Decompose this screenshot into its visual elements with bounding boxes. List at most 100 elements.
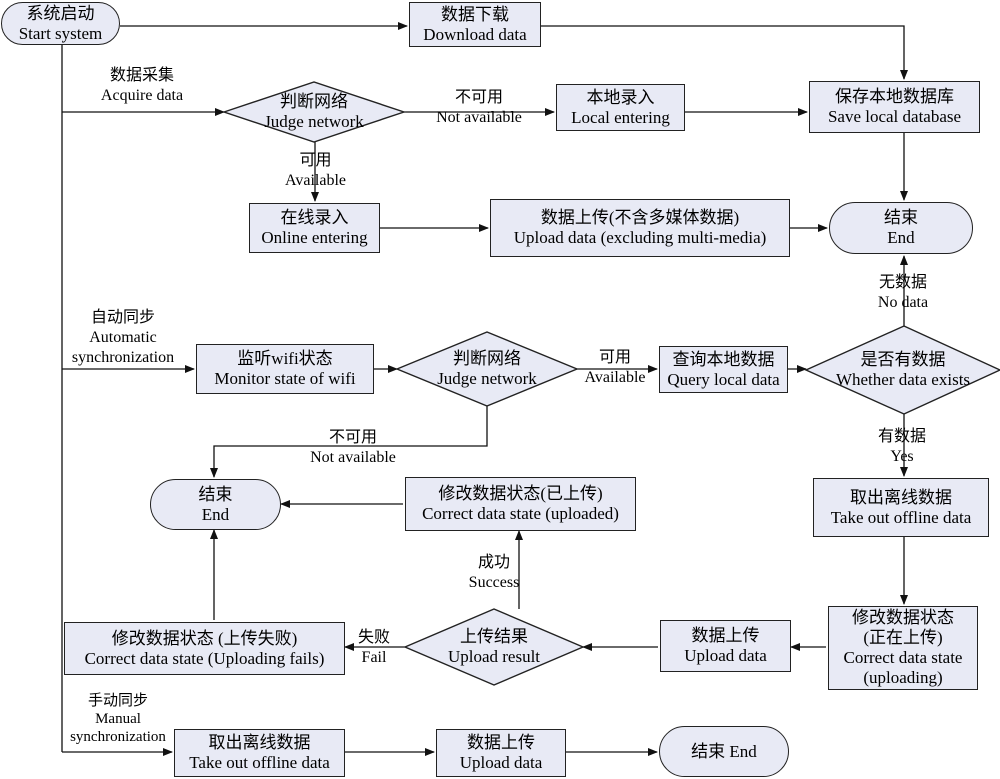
label-available-1: 可用 Available [268, 151, 363, 191]
label-success: 成功 Success [454, 553, 534, 593]
query-local-en: Query local data [667, 369, 780, 389]
correct-uploading-en-2: (uploading) [863, 668, 943, 687]
end-node-1: 结束 End [829, 202, 973, 254]
judge-network-diamond-1 [221, 81, 407, 143]
local-entering-cn: 本地录入 [586, 87, 655, 107]
correct-state-fail-node: 修改数据状态 (上传失败) Correct data state (Upload… [64, 622, 345, 675]
take-out-1-en: Take out offline data [830, 507, 972, 527]
label-manual-sync: 手动同步 Manual synchronization [58, 692, 178, 746]
monitor-wifi-cn: 监听wifi状态 [237, 349, 333, 368]
correct-uploaded-cn: 修改数据状态(已上传) [438, 484, 603, 503]
correct-fail-en: Correct data state (Uploading fails) [84, 648, 325, 668]
available-1-en: Available [284, 172, 346, 189]
start-system-en: Start system [18, 23, 103, 43]
end-node-2: 结束 End [150, 479, 281, 530]
arrow-download-save [541, 25, 908, 80]
monitor-wifi-en: Monitor state of wifi [214, 369, 356, 388]
not-available-2-en: Not available [310, 449, 396, 466]
upload-data-2-en: Upload data [459, 753, 543, 772]
upload-data-node-2: 数据上传 Upload data [436, 729, 566, 777]
local-entering-en: Local entering [571, 107, 670, 127]
no-data-en: No data [877, 294, 929, 311]
judge-network-1-cn: 判断网络 [280, 92, 348, 111]
correct-fail-cn: 修改数据状态 (上传失败) [111, 628, 298, 648]
upload-result-cn: 上传结果 [460, 627, 528, 646]
label-not-available-2: 不可用 Not available [288, 428, 418, 468]
end-node-3: 结束 End [659, 726, 789, 777]
whether-exists-cn: 是否有数据 [860, 350, 946, 369]
end-2-en: End [201, 504, 230, 524]
manual-sync-en-2: synchronization [70, 729, 166, 745]
upload-result-text: 上传结果 Upload result [405, 609, 583, 685]
save-local-database-node: 保存本地数据库 Save local database [809, 81, 980, 133]
available-2-cn: 可用 [598, 349, 631, 366]
upload-data-excluding-node: 数据上传(不含多媒体数据) Upload data (excluding mul… [490, 199, 790, 257]
available-2-en: Available [584, 369, 646, 386]
upload-data-1-en: Upload data [684, 646, 767, 665]
available-1-cn: 可用 [299, 152, 332, 169]
upload-result-en: Upload result [447, 647, 541, 666]
take-out-1-cn: 取出离线数据 [850, 487, 952, 507]
not-available-2-cn: 不可用 [328, 429, 377, 446]
arrow-judge2-end2 [210, 406, 488, 478]
judge-network-1-en: Judge network [264, 112, 364, 131]
upload-data-2-cn: 数据上传 [467, 733, 535, 752]
take-out-offline-data-node-2: 取出离线数据 Take out offline data [174, 729, 345, 777]
start-system-cn: 系统启动 [26, 3, 95, 23]
label-no-data: 无数据 No data [854, 273, 952, 313]
end-1-en: End [887, 228, 915, 247]
download-data-en: Download data [423, 24, 527, 44]
download-data-cn: 数据下载 [441, 4, 509, 24]
auto-sync-cn: 自动同步 [90, 309, 155, 326]
upload-data-node-1: 数据上传 Upload data [660, 620, 791, 672]
success-en: Success [468, 574, 520, 591]
auto-sync-en-2: synchronization [71, 349, 175, 366]
upload-data-1-cn: 数据上传 [691, 626, 760, 645]
fail-en: Fail [361, 649, 387, 666]
success-cn: 成功 [477, 554, 510, 571]
manual-sync-cn: 手动同步 [87, 693, 148, 709]
save-local-db-cn: 保存本地数据库 [835, 87, 954, 106]
online-entering-cn: 在线录入 [280, 208, 349, 227]
online-entering-en: Online entering [261, 228, 368, 247]
upload-excl-cn: 数据上传(不含多媒体数据) [540, 208, 740, 227]
upload-result-diamond [403, 608, 585, 686]
manual-sync-en-1: Manual [95, 711, 141, 727]
judge-network-2-text: 判断网络 Judge network [397, 332, 577, 406]
whether-data-exists-text: 是否有数据 Whether data exists [806, 326, 1000, 414]
correct-uploading-en-1: Correct data state [843, 648, 963, 667]
whether-exists-en: Whether data exists [835, 370, 971, 389]
label-acquire-data: 数据采集 Acquire data [82, 66, 202, 106]
take-out-2-cn: 取出离线数据 [208, 733, 311, 752]
yes-en: Yes [890, 448, 914, 465]
start-system-node: 系统启动 Start system [1, 2, 120, 45]
label-yes: 有数据 Yes [856, 427, 948, 467]
label-not-available-1: 不可用 Not available [414, 88, 544, 128]
fail-cn: 失败 [357, 629, 390, 646]
acquire-en: Acquire data [100, 87, 184, 104]
take-out-offline-data-node-1: 取出离线数据 Take out offline data [813, 478, 989, 537]
end-3-text: 结束 End [691, 741, 757, 761]
end-1-cn: 结束 [884, 208, 918, 227]
take-out-2-en: Take out offline data [189, 753, 330, 772]
local-entering-node: 本地录入 Local entering [556, 84, 685, 131]
judge-network-1-text: 判断网络 Judge network [224, 82, 404, 142]
no-data-cn: 无数据 [878, 274, 927, 291]
judge-network-2-en: Judge network [437, 369, 537, 388]
whether-data-exists-diamond [804, 325, 1000, 415]
download-data-node: 数据下载 Download data [409, 2, 541, 47]
label-fail: 失败 Fail [348, 628, 400, 668]
auto-sync-en-1: Automatic [89, 329, 157, 346]
correct-state-uploading-node: 修改数据状态 (正在上传) Correct data state (upload… [828, 606, 978, 690]
not-available-1-cn: 不可用 [454, 89, 503, 106]
correct-uploaded-en: Correct data state (uploaded) [422, 504, 619, 523]
judge-network-diamond-2 [395, 331, 579, 407]
monitor-wifi-node: 监听wifi状态 Monitor state of wifi [196, 344, 374, 394]
acquire-cn: 数据采集 [109, 67, 174, 84]
correct-uploading-cn-2: (正在上传) [863, 628, 943, 647]
correct-uploading-cn-1: 修改数据状态 [852, 608, 954, 627]
yes-cn: 有数据 [877, 428, 926, 445]
judge-network-2-cn: 判断网络 [453, 349, 521, 368]
